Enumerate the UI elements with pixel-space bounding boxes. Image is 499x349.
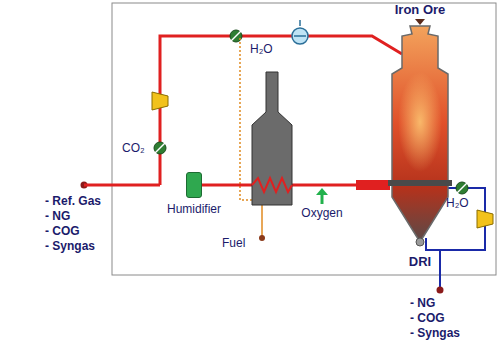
feed-line — [84, 184, 160, 187]
feed-item: - NG — [410, 296, 435, 310]
node-label: DRI — [409, 254, 431, 270]
compressor — [152, 92, 168, 110]
fuel-dot — [259, 235, 265, 241]
feed-item: - Ref. Gas — [45, 194, 101, 208]
stream-label: H₂O — [250, 42, 273, 56]
feed-item: - NG — [45, 209, 70, 223]
compressor — [477, 210, 493, 228]
stream-label: H₂O — [446, 196, 469, 210]
feed-item: - Syngas — [45, 239, 95, 253]
reactor: Iron OreDRI — [388, 2, 452, 274]
oxygen-arrow — [316, 188, 328, 195]
oxygen-line — [321, 194, 324, 204]
node-label: Humidifier — [167, 202, 221, 217]
scrubber — [292, 20, 308, 44]
feed-item: - Syngas — [410, 326, 460, 340]
frame — [112, 3, 496, 275]
node-label: Iron Ore — [395, 2, 446, 18]
feed-item: - COG — [45, 224, 80, 238]
water-valve — [230, 30, 242, 42]
fuel-purge-line — [240, 38, 252, 200]
stream-label: CO₂ — [122, 141, 145, 155]
makeup-dot — [437, 287, 444, 294]
humidifier: Humidifier — [186, 172, 202, 198]
reactor-shape — [388, 2, 452, 274]
stream-label: Oxygen — [301, 206, 342, 220]
stream-label: Fuel — [222, 236, 245, 250]
heater-coil — [252, 178, 292, 192]
makeup-line — [439, 250, 441, 290]
feed-item: - COG — [410, 311, 445, 325]
gas-line — [202, 184, 388, 187]
co2-valve — [154, 142, 166, 154]
heater — [252, 72, 292, 205]
cooling-valve — [456, 182, 468, 194]
fuel-line — [261, 205, 263, 236]
